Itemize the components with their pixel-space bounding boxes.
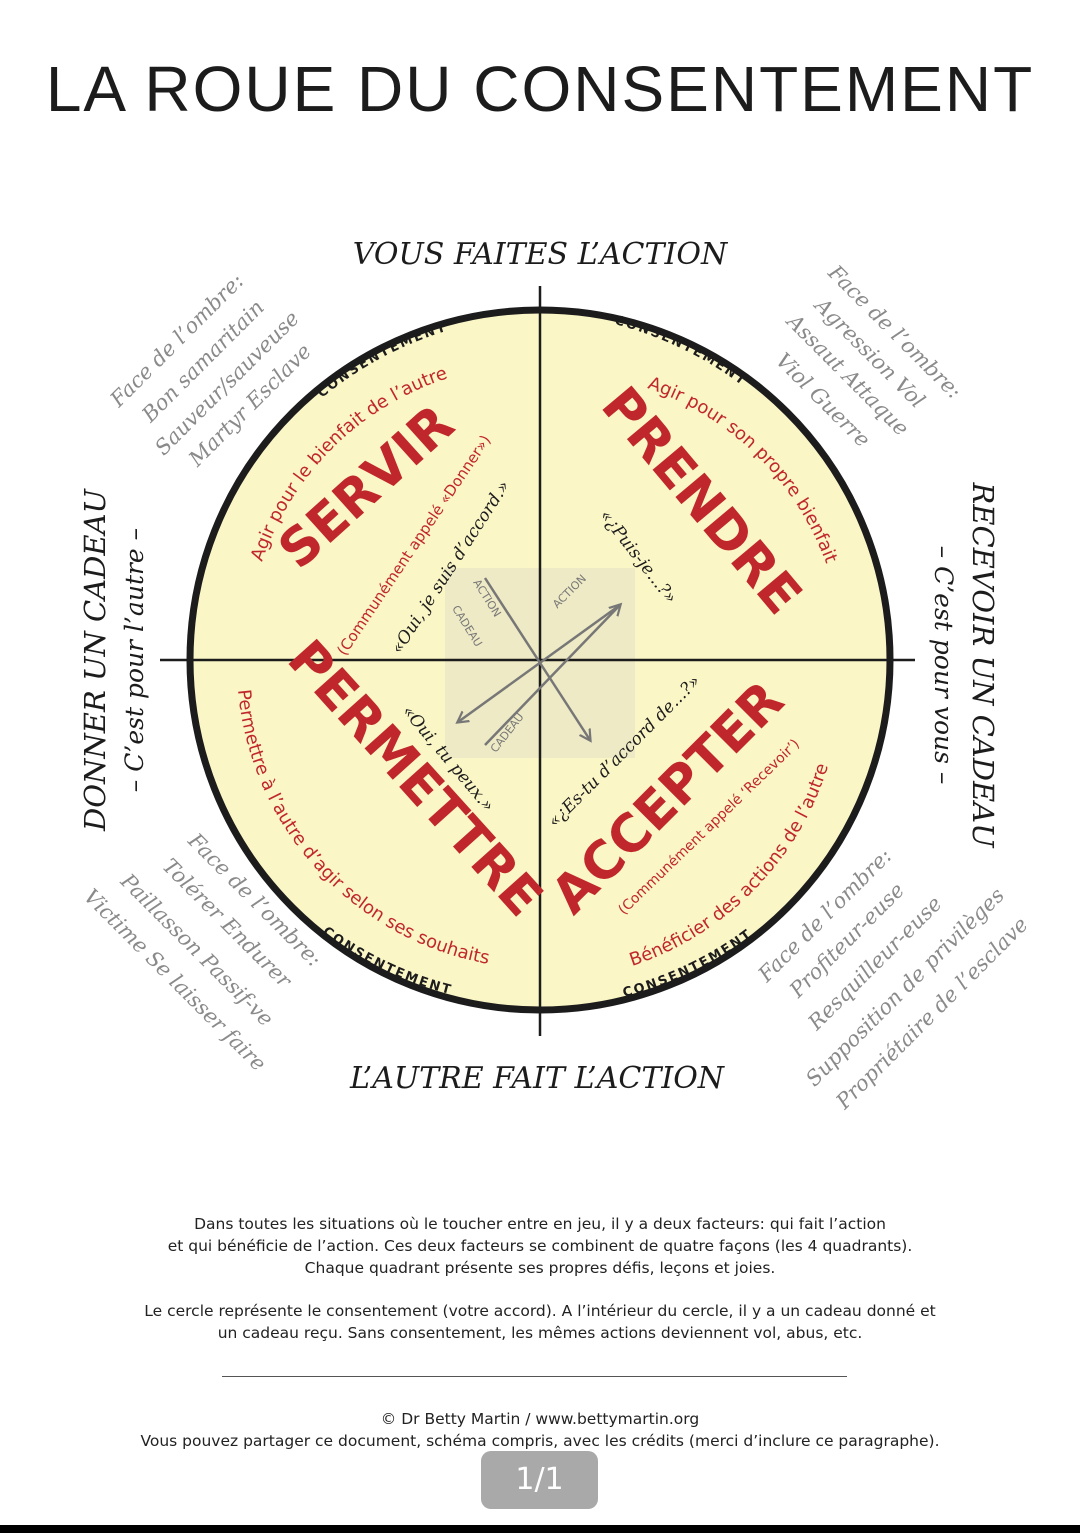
axis-right-sub: – C’est pour vous –	[929, 546, 958, 785]
arrow-action-right	[484, 605, 620, 746]
footer-p2-line: Le cercle représente le consentement (vo…	[144, 1302, 936, 1320]
footer-credits: © Dr Betty Martin / www.bettymartin.org …	[100, 1408, 980, 1452]
share-line: Vous pouvez partager ce document, schéma…	[140, 1432, 940, 1450]
footer-paragraph-2: Le cercle représente le consentement (vo…	[100, 1300, 980, 1344]
consent-wheel-diagram: CONSENTEMENT CONSENTEMENT CONSENTEMENT C…	[78, 237, 1033, 1114]
axis-left-sub: – C’est pour l’autre –	[120, 528, 149, 792]
axis-right-main: RECEVOIR UN CADEAU	[966, 481, 1000, 849]
footer-p1-line: Dans toutes les situations où le toucher…	[194, 1215, 886, 1233]
arrow-action-left	[483, 577, 590, 740]
credit-line: © Dr Betty Martin / www.bettymartin.org	[380, 1410, 700, 1428]
page-indicator: 1/1	[481, 1451, 598, 1509]
axis-top-label: VOUS FAITES L’ACTION	[353, 237, 729, 272]
footer-p1-line: et qui bénéficie de l’action. Ces deux f…	[167, 1237, 913, 1255]
footer-paragraph-1: Dans toutes les situations où le toucher…	[100, 1213, 980, 1279]
footer-p1-line: Chaque quadrant présente ses propres déf…	[304, 1259, 776, 1277]
bottom-bar	[0, 1525, 1080, 1533]
footer-p2-line: un cadeau reçu. Sans consentement, les m…	[217, 1324, 863, 1342]
axis-left-main: DONNER UN CADEAU	[78, 487, 112, 832]
page-title: LA ROUE DU CONSENTEMENT	[45, 53, 1035, 125]
footer-divider	[222, 1376, 847, 1377]
arrow-cadeau-right	[458, 603, 621, 722]
axis-bottom-label: L’AUTRE FAIT L’ACTION	[349, 1061, 726, 1096]
